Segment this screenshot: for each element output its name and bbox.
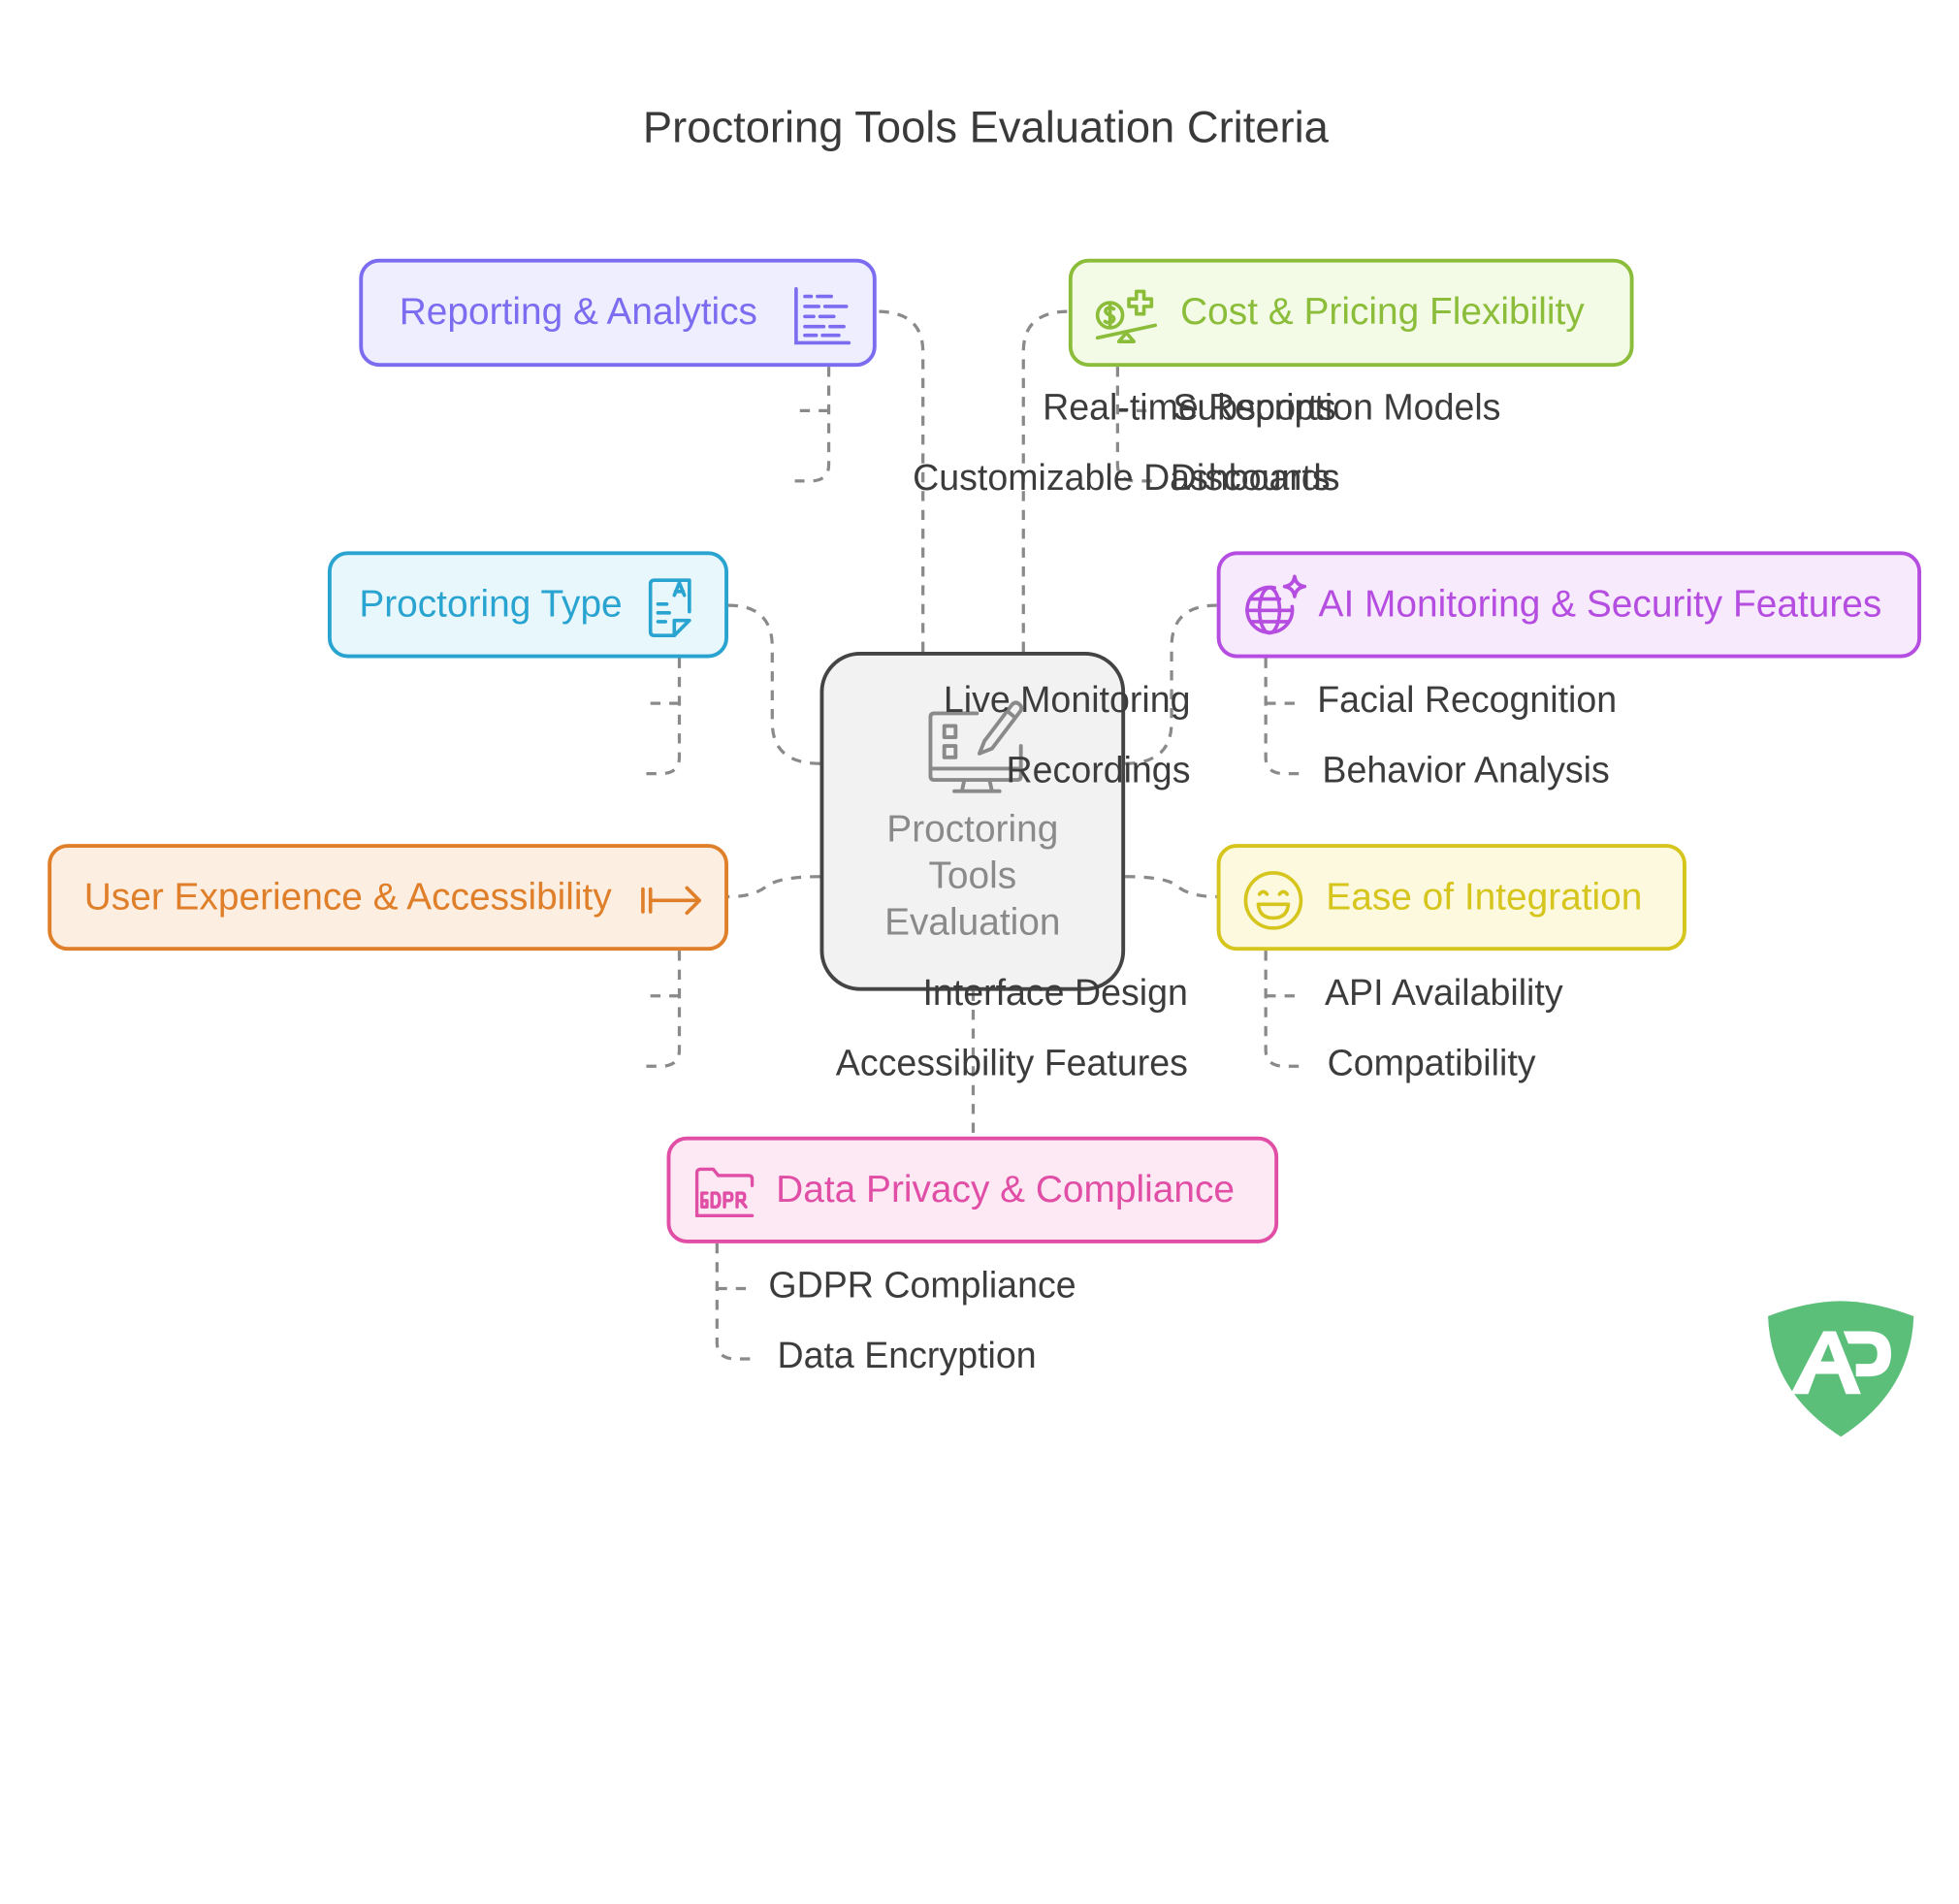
center-label-line-3: Evaluation [884,901,1061,944]
item-recordings: Recordings [1006,751,1191,791]
gdpr-folder-icon [694,1167,755,1218]
item-gdpr-compliance: GDPR Compliance [768,1266,1076,1307]
document-icon [648,578,691,637]
category-label: Data Privacy & Compliance [776,1168,1235,1210]
item-discounts: Discounts [1170,458,1331,500]
globe-sparkle-icon [1244,574,1307,635]
category-label: Reporting & Analytics [399,291,757,334]
connector-integration [1125,875,1217,899]
connector-ai [1125,603,1217,765]
category-label: AI Monitoring & Security Features [1318,583,1882,626]
item-compatibility: Compatibility [1327,1043,1536,1084]
item-real-time-reports: Real-time Reports [1043,388,1336,429]
connector-reporting [876,309,925,653]
category-user-experience: User Experience & Accessibility [48,844,728,952]
category-label: User Experience & Accessibility [83,876,612,918]
item-behavior-analysis: Behavior Analysis [1322,751,1610,791]
category-label: Proctoring Type [359,583,623,626]
center-node: Proctoring Tools Evaluation [819,652,1126,991]
category-label: Cost & Pricing Flexibility [1180,291,1585,334]
item-subscription-models: Subscription Models [1172,388,1501,429]
connector-cost [1021,309,1069,653]
item-facial-recognition: Facial Recognition [1317,680,1618,722]
item-data-encryption: Data Encryption [777,1336,1037,1377]
shield-logo-icon: AP [1768,1301,1914,1437]
analytics-chart-icon [794,286,851,345]
connector-ux [727,875,820,899]
money-balance-icon [1095,289,1158,343]
smiley-icon [1243,871,1303,930]
connector-proctoring-type [727,603,820,765]
arrow-right-icon [641,886,702,916]
item-accessibility-features: Accessibility Features [835,1043,1188,1084]
computer-edit-icon [928,700,1024,793]
center-label-line-2: Tools [928,855,1017,897]
center-label-line-1: Proctoring [886,808,1059,851]
category-ai-monitoring: AI Monitoring & Security Features [1216,551,1922,659]
category-cost-pricing: Cost & Pricing Flexibility [1068,258,1634,368]
item-api-availability: API Availability [1325,973,1563,1014]
center-label: Proctoring Tools Evaluation [823,806,1121,946]
item-live-monitoring: Live Monitoring [943,680,1191,722]
category-label: Ease of Integration [1326,876,1643,918]
category-reporting-analytics: Reporting & Analytics [359,258,877,368]
category-data-privacy: Data Privacy & Compliance [666,1136,1279,1243]
category-proctoring-type: Proctoring Type [327,551,728,659]
item-customizable-dashboards: Customizable Dashboards [913,458,1340,500]
page-title: Proctoring Tools Evaluation Criteria [642,103,1329,152]
category-ease-of-integration: Ease of Integration [1216,844,1686,952]
item-interface-design: Interface Design [922,973,1188,1014]
connector-lines [644,309,1301,1361]
